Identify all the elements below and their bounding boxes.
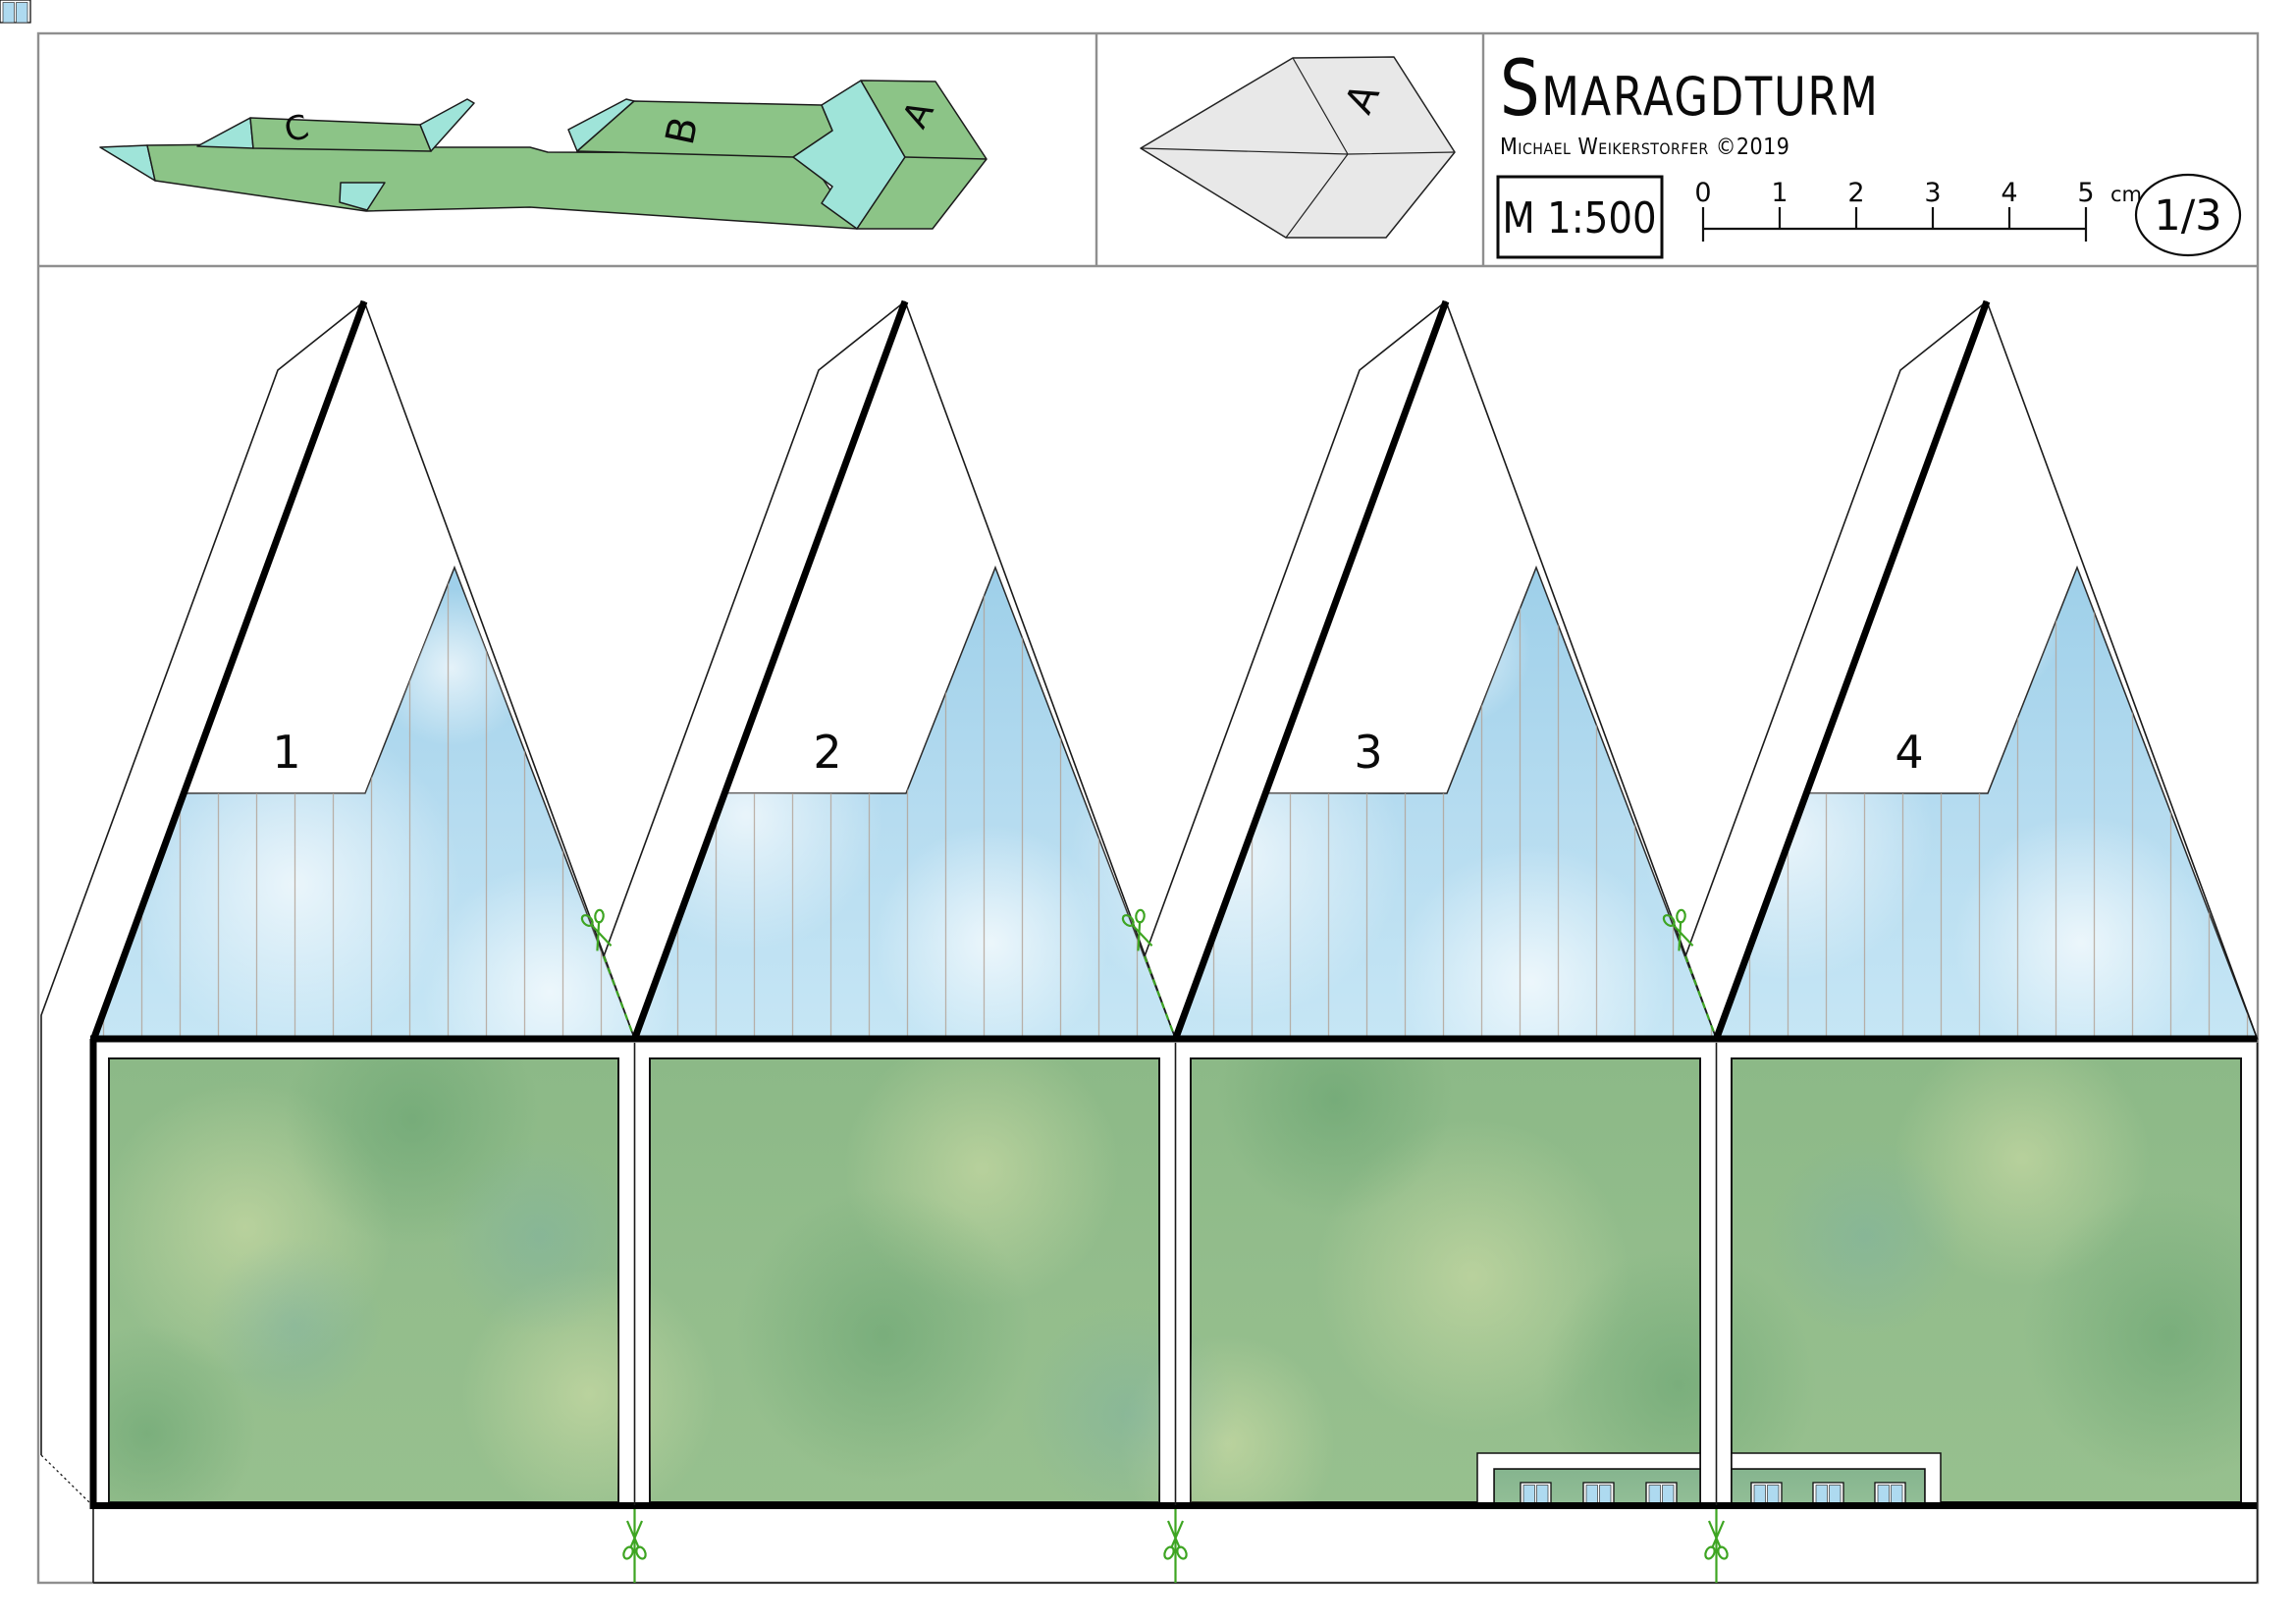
title-block: Smaragdturm Michael Weikerstorfer ©2019 … — [1496, 44, 2242, 259]
ruler-tick-0: 0 — [1694, 178, 1711, 208]
assembled-model-preview: C B A — [99, 80, 988, 230]
entrance-windows — [0, 0, 1906, 1506]
ruler-tick-1: 1 — [1771, 178, 1788, 208]
page-indicator: 1/3 — [2154, 191, 2221, 241]
bottom-cut-marks — [620, 1509, 1731, 1583]
preview-step-facet-2 — [419, 98, 475, 152]
panel-number-4: 4 — [1895, 726, 1923, 779]
page-indicator-ellipse — [2134, 173, 2242, 257]
panel-number-1: 1 — [272, 726, 300, 779]
ruler-tick-4: 4 — [2001, 178, 2017, 208]
scale-box — [1496, 175, 1664, 259]
preview-step-facet-1 — [196, 117, 254, 149]
preview-head-crease — [904, 156, 988, 160]
panel-numbers: 1 2 3 4 — [272, 726, 1923, 779]
facade-texture-patches — [109, 1058, 2241, 1502]
panel-1-left-tab-edge — [40, 955, 64, 1455]
panel-1-corner-fold-dotted — [40, 1454, 94, 1507]
window — [1520, 1482, 1552, 1506]
scale-ruler — [1701, 207, 2088, 242]
panel-fold-cut-lines — [40, 301, 2258, 1584]
ruler-tick-3: 3 — [1924, 178, 1941, 208]
ruler-tick-2: 2 — [1847, 178, 1864, 208]
part-a-diagram: A — [1140, 56, 1456, 239]
scale-label: M 1:500 — [1502, 193, 1656, 244]
facade-gap-cut-lines — [633, 1043, 1718, 1505]
preview-body-teal-facet — [339, 182, 386, 211]
part-a-outline — [1140, 56, 1456, 239]
window — [1750, 1482, 1783, 1506]
roof-plank-stripes — [93, 568, 2258, 1039]
part-a-creases — [1140, 57, 1456, 239]
panel-number-3: 3 — [1354, 726, 1382, 779]
panel-number-2: 2 — [813, 726, 841, 779]
sheet-author: Michael Weikerstorfer ©2019 — [1500, 135, 1789, 160]
window — [1874, 1482, 1906, 1506]
preview-tip-facet — [99, 144, 156, 182]
ruler-unit: cm — [2110, 183, 2142, 206]
entrance-structures — [0, 0, 1942, 1506]
facade-green-textures — [108, 1057, 2242, 1503]
sheet-title: Smaragdturm — [1500, 44, 1880, 134]
preview-deck-c — [249, 117, 432, 152]
window — [1582, 1482, 1615, 1506]
ruler-tick-5: 5 — [2077, 178, 2094, 208]
valley-cut-marks — [577, 905, 1717, 1036]
window — [1812, 1482, 1844, 1506]
window — [1645, 1482, 1678, 1506]
